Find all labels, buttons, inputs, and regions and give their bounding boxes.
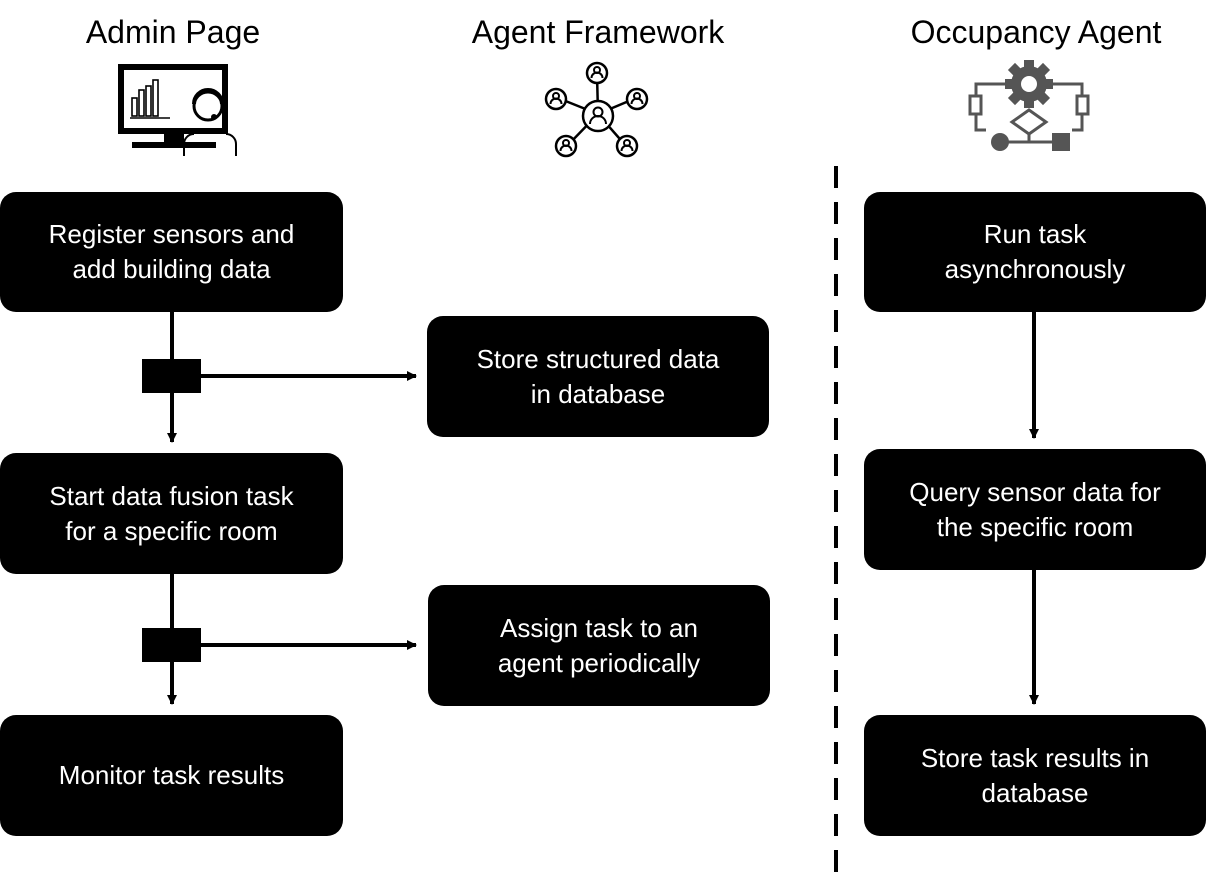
register-sensors-box: Register sensors and add building data [0,192,343,312]
query-sensor-data-box: Query sensor data for the specific room [864,449,1206,570]
store-structured-data-box: Store structured data in database [427,316,769,437]
monitor-task-results-box: Monitor task results [0,715,343,836]
monitor-dashboard-icon [112,60,242,160]
store-task-results-box: Store task results in database [864,715,1206,836]
fork-junction [142,628,201,662]
admin-page-title: Admin Page [85,14,261,50]
assign-task-box: Assign task to an agent periodically [428,585,770,706]
agent-framework-title: Agent Framework [471,14,725,50]
agent-network-icon [540,58,656,160]
start-data-fusion-box: Start data fusion task for a specific ro… [0,453,343,574]
occupancy-agent-title: Occupancy Agent [910,14,1162,50]
run-task-box: Run task asynchronously [864,192,1206,312]
gear-workflow-icon [964,58,1094,156]
fork-junction [142,359,201,393]
